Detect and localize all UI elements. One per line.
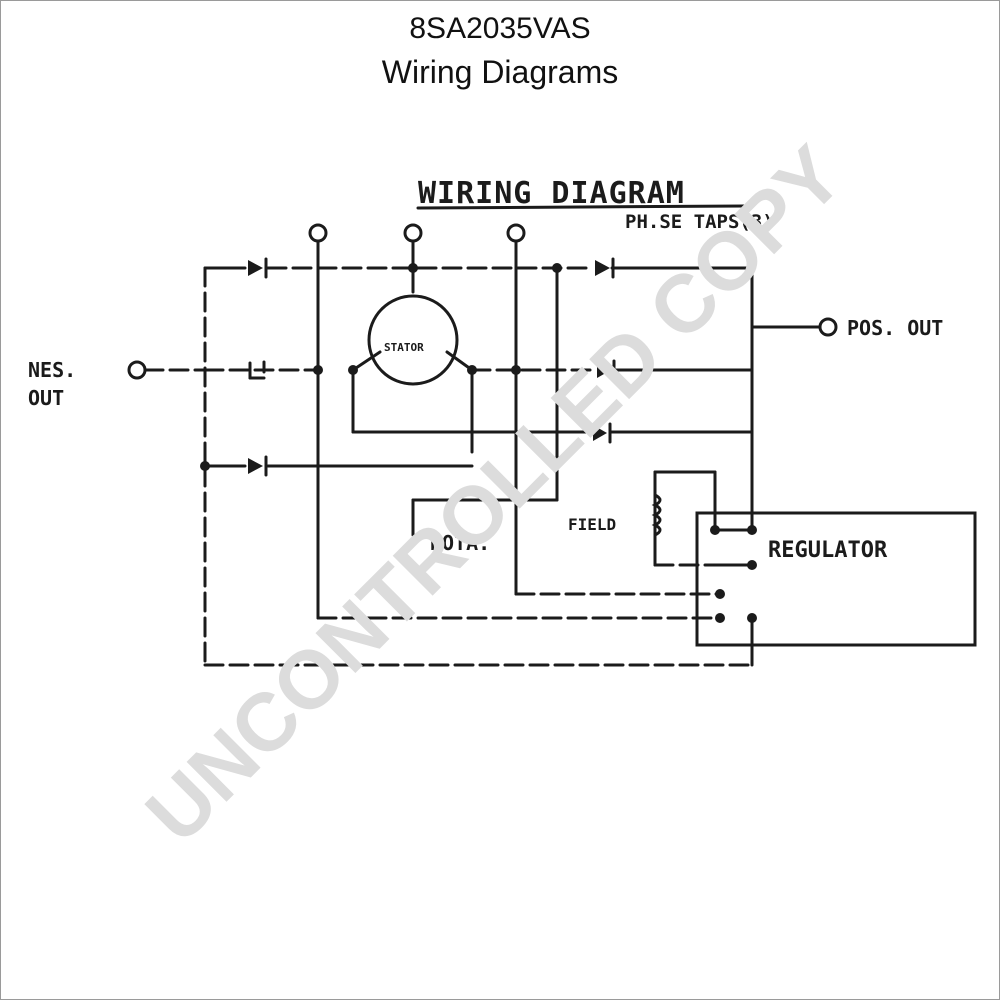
regulator-box	[695, 511, 977, 647]
junction-dot	[715, 589, 725, 599]
rotor-label: ROTA.	[430, 531, 490, 555]
heading-underline	[416, 204, 747, 210]
junction-dot	[710, 525, 720, 535]
neg-out-terminal	[127, 360, 147, 380]
diode-top-left	[248, 257, 268, 279]
neg-out-label-2: OUT	[28, 386, 64, 410]
stator-label: STATOR	[384, 341, 424, 354]
neg-out-label-1: NES.	[28, 358, 76, 382]
junction-dot	[200, 461, 210, 471]
junction-dot	[408, 263, 418, 273]
pos-out-label: POS. OUT	[847, 316, 943, 340]
junction-dot	[747, 560, 757, 570]
field-coil	[651, 493, 662, 537]
junction-dot	[467, 365, 477, 375]
junction-dot	[715, 613, 725, 623]
phase-tap-terminal-2	[403, 223, 423, 243]
diode-top-right	[595, 257, 615, 279]
junction-dot	[552, 263, 562, 273]
junction-dot	[511, 365, 521, 375]
junction-dot	[747, 525, 757, 535]
stator-winding	[367, 294, 459, 386]
junction-dot	[313, 365, 323, 375]
junction-dot	[348, 365, 358, 375]
stator-lead-left	[351, 350, 382, 372]
field-label: FIELD	[568, 515, 616, 534]
phase-tap-terminal-1	[308, 223, 328, 243]
phase-tap-terminal-3	[506, 223, 526, 243]
page-subtitle: Wiring Diagrams	[381, 54, 619, 90]
stator-lead-right	[445, 350, 474, 372]
pos-out-terminal	[818, 317, 838, 337]
junction-dot	[747, 613, 757, 623]
diode-bottom-left	[248, 455, 268, 477]
regulator-label: REGULATOR	[768, 538, 888, 563]
model-number: 8SA2035VAS	[409, 12, 591, 45]
phase-taps-label: PH.SE TAPS(3)	[625, 211, 774, 233]
